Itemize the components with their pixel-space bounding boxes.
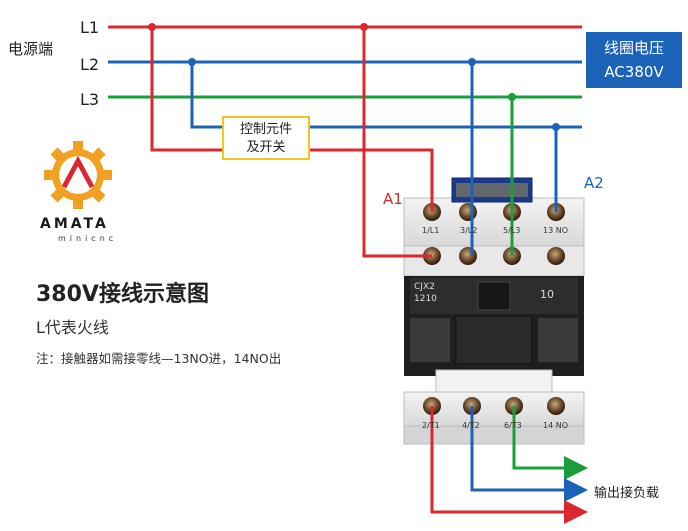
label-a1: A1 — [383, 190, 403, 208]
control-element-line1: 控制元件 — [239, 122, 292, 137]
power-source-label: 电源端 — [8, 40, 54, 58]
wire-a1 — [150, 27, 222, 152]
bottom-terminals — [423, 397, 565, 415]
output-label: 输出接负载 — [594, 486, 660, 501]
screw-bottom-4 — [547, 397, 565, 415]
screw-row2-2 — [459, 247, 477, 265]
contactor-code: 1210 — [414, 294, 437, 304]
diagram-title: 380V接线示意图 — [36, 282, 209, 307]
coil-voltage-title: 线圈电压 — [603, 39, 664, 57]
wire-a1-out — [310, 148, 434, 212]
terminal-label-3-l2: 3/L2 — [460, 226, 478, 235]
terminal-label-6-t3: 6/T3 — [504, 421, 522, 430]
wire-l1-term — [362, 27, 432, 258]
screw-top-2 — [459, 203, 477, 221]
screw-row2-4 — [547, 247, 565, 265]
coil-voltage-box: 线圈电压 AC380V — [586, 32, 682, 88]
terminal-label-2-t1: 2/T1 — [422, 421, 440, 430]
terminal-label-14-no: 14 NO — [543, 421, 569, 430]
logo-subtitle: minicnc — [58, 234, 118, 243]
contactor-size: 10 — [540, 288, 554, 301]
wires — [150, 27, 588, 524]
label-a2: A2 — [584, 174, 604, 192]
wire-out-t2 — [470, 406, 588, 502]
wire-out-t3 — [512, 406, 588, 480]
amata-logo-icon — [44, 141, 112, 209]
junctions — [148, 23, 560, 131]
terminal-label-1-l1: 1/L1 — [422, 226, 440, 235]
logo-name: AMATA — [40, 216, 109, 232]
contactor-model: CJX2 — [414, 282, 435, 292]
label-l1: L1 — [80, 18, 100, 37]
wire-l2-ctrl — [190, 62, 222, 129]
wire-out-t1 — [430, 406, 588, 524]
control-element-line2: 及开关 — [246, 140, 286, 155]
diagram-subtitle: L代表火线 — [36, 318, 109, 337]
label-l2: L2 — [80, 55, 100, 74]
terminal-label-5-l3: 5/L3 — [503, 226, 521, 235]
diagram-note: 注：接触器如需接零线—13NO进，14NO出 — [36, 351, 282, 366]
coil-voltage-value: AC380V — [604, 63, 664, 81]
terminal-label-4-t2: 4/T2 — [462, 421, 480, 430]
terminal-label-13-no: 13 NO — [543, 226, 569, 235]
label-l3: L3 — [80, 90, 100, 109]
control-element-box: 控制元件 及开关 — [222, 116, 310, 160]
